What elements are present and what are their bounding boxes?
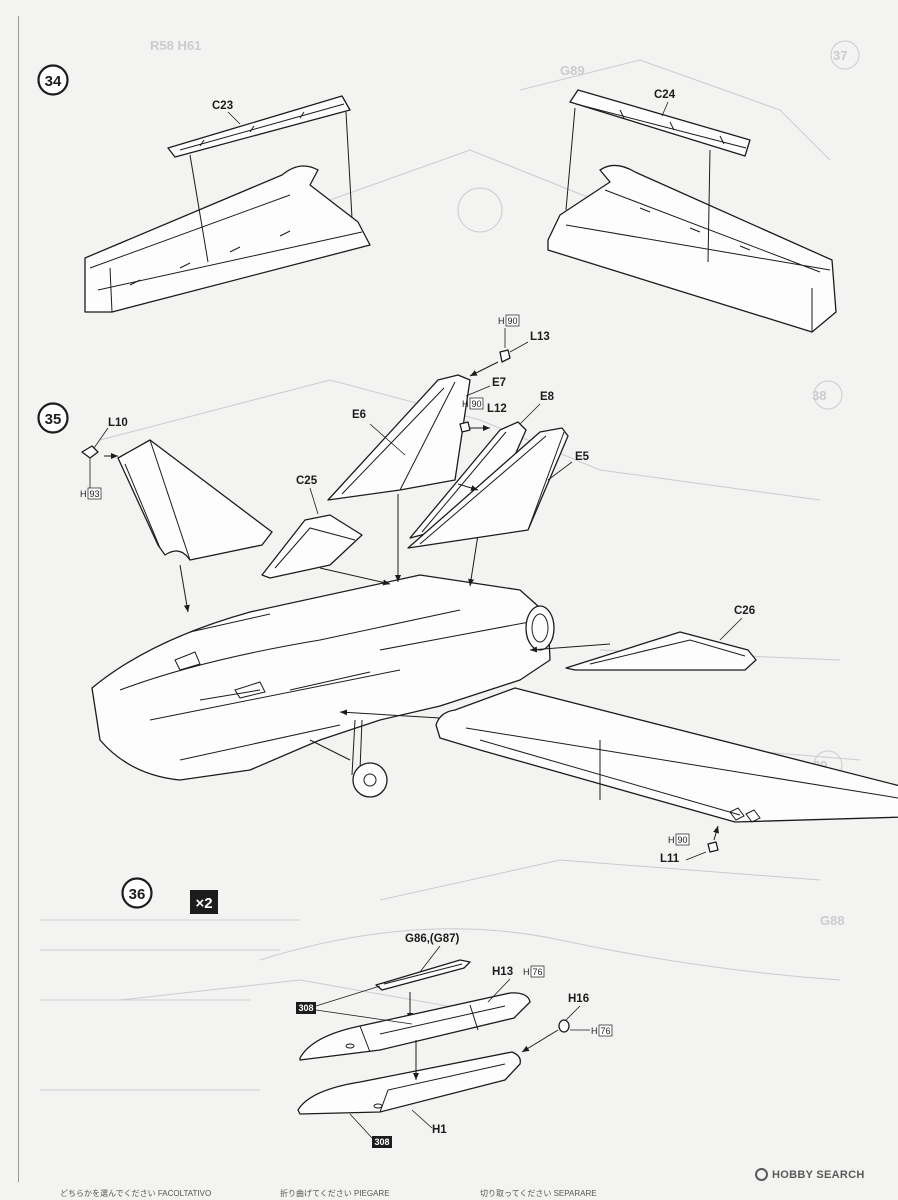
main-wheel	[352, 762, 388, 798]
step-35-marker	[37, 402, 69, 434]
step-35: 35 L10 H 93 C25 E6	[37, 314, 898, 865]
l12-part	[459, 421, 471, 433]
code-308-a: 308	[298, 1003, 313, 1013]
c26-part	[565, 631, 757, 671]
step-35-number: 35	[45, 411, 62, 428]
right-glove-part	[547, 164, 837, 333]
label-h16: H16	[568, 993, 589, 1005]
label-e7: E7	[492, 377, 506, 389]
label-l13: L13	[530, 331, 550, 343]
svg-text:G89: G89	[560, 63, 585, 78]
label-e6: E6	[352, 409, 366, 421]
footer-legend: どちらかを選んでください FACOLTATIVO 折り曲げてください PIEGA…	[60, 1188, 597, 1199]
code-308-b: 308	[374, 1137, 389, 1147]
watermark: HOBBY SEARCH	[755, 1168, 865, 1181]
code-308-a-box	[296, 1002, 316, 1014]
svg-text:H: H	[591, 1026, 598, 1036]
h1-part	[297, 1051, 521, 1115]
h16-part	[558, 1019, 570, 1033]
label-g86: G86,(G87)	[405, 933, 459, 945]
l13-part	[499, 349, 511, 363]
code-308-b-box	[372, 1136, 392, 1148]
svg-text:H: H	[523, 967, 530, 977]
c24-part	[569, 89, 751, 157]
svg-text:38: 38	[812, 388, 826, 403]
label-c23: C23	[212, 100, 233, 112]
label-h13: H13	[492, 966, 513, 978]
right-wing-part	[435, 687, 898, 823]
paint-h90-b: 90	[472, 399, 482, 409]
exhaust-nozzle	[525, 605, 555, 651]
svg-text:R58 H61: R58 H61	[150, 38, 201, 53]
paint-h76-a: 76	[533, 967, 543, 977]
quantity-badge	[190, 890, 218, 914]
svg-text:H: H	[668, 835, 675, 845]
label-c26: C26	[734, 605, 755, 617]
footer-cut: 切り取ってください SEPARARE	[480, 1189, 597, 1198]
instruction-sheet	[18, 16, 887, 1182]
label-c25: C25	[296, 475, 318, 487]
step-34-number: 34	[45, 73, 62, 90]
c23-part	[167, 95, 351, 158]
svg-text:H: H	[462, 399, 469, 409]
label-l11: L11	[660, 853, 680, 865]
paint-h76-b: 76	[601, 1026, 611, 1036]
label-l12: L12	[487, 403, 507, 415]
quantity-badge-text: ×2	[195, 895, 212, 912]
label-e8: E8	[540, 391, 555, 403]
paint-h90-a: 90	[508, 316, 518, 326]
svg-text:37: 37	[833, 48, 847, 63]
paint-h90-c: 90	[678, 835, 688, 845]
l10-part	[81, 445, 99, 459]
step-36-number: 36	[129, 886, 146, 903]
l11-part	[707, 841, 719, 853]
watermark-text: HOBBY SEARCH	[772, 1168, 865, 1181]
e5-part	[407, 427, 569, 549]
svg-text:H: H	[498, 316, 505, 326]
svg-text:H: H	[80, 489, 87, 499]
footer-fold: 折り曲げてください PIEGARE	[280, 1189, 390, 1198]
label-e5: E5	[575, 451, 590, 463]
c25-part	[261, 514, 363, 579]
step-34-marker	[37, 64, 69, 96]
footer-choose: どちらかを選んでください FACOLTATIVO	[60, 1189, 212, 1198]
left-tail-part	[117, 439, 273, 561]
step-34: 34 C23 C24	[37, 64, 837, 333]
g86-part	[375, 959, 471, 991]
watermark-logo-icon	[755, 1168, 768, 1181]
step-36: 36 ×2 G86,(G87) H13 H 76 308 H16 H 76	[121, 877, 613, 1148]
label-l10: L10	[108, 417, 128, 429]
left-glove-part	[84, 165, 371, 313]
label-c24: C24	[654, 89, 676, 101]
label-h1: H1	[432, 1124, 447, 1136]
paint-h93: 93	[90, 489, 100, 499]
svg-text:G88: G88	[820, 913, 845, 928]
step-36-marker	[121, 877, 153, 909]
